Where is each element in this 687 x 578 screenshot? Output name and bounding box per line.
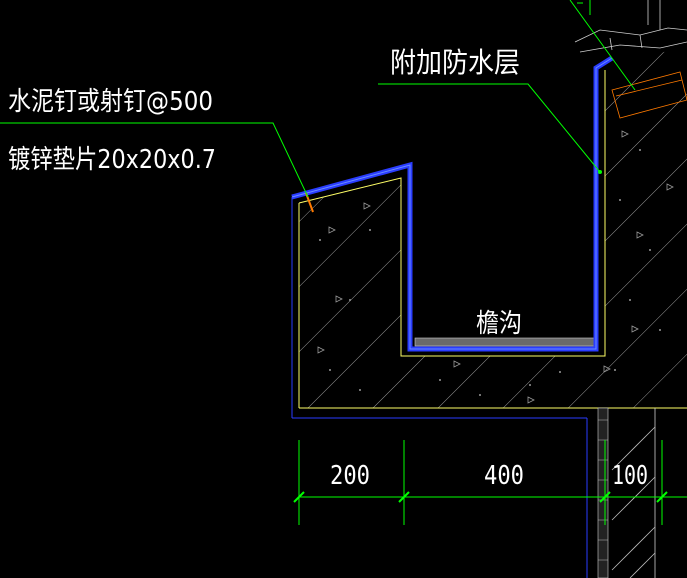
- waterproof-membrane: [291, 55, 614, 578]
- waterproof-layer-label: 附加防水层: [390, 46, 520, 79]
- concrete-section: [298, 45, 687, 409]
- dimension-400: 400: [484, 461, 524, 491]
- dimension-200: 200: [330, 461, 370, 491]
- concrete-aggregate-triangles: [317, 130, 674, 404]
- masonry-wall: [597, 407, 656, 578]
- fastener-spec-line1: 水泥钉或射钉@500: [8, 87, 213, 117]
- roof-tile-layer: [574, 0, 687, 119]
- dimension-100: 100: [612, 461, 648, 491]
- gutter-label: 檐沟: [476, 309, 522, 339]
- fastener-spec-line2: 镀锌垫片20x20x0.7: [8, 145, 216, 175]
- leader-lines: [0, 0, 636, 198]
- concrete-aggregate-dots: [319, 149, 661, 396]
- dimension-lines: [293, 440, 687, 525]
- gutter-mortar-layer: [414, 337, 599, 347]
- leader-end-dot: [598, 170, 602, 174]
